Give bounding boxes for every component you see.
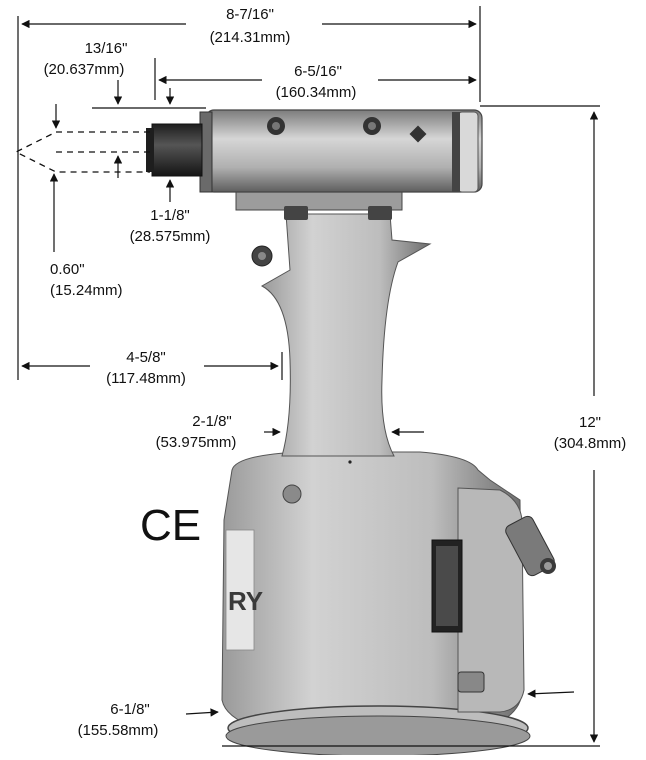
nose-extension-outline bbox=[14, 131, 150, 173]
head-length-metric: (160.34mm) bbox=[276, 84, 357, 101]
nose-offset-metric: (20.637mm) bbox=[44, 61, 125, 78]
nose-diameter-metric: (28.575mm) bbox=[130, 228, 211, 245]
ce-conformity-mark-icon: CE bbox=[140, 501, 201, 550]
head-cylinder bbox=[205, 109, 483, 193]
base-ring-bottom bbox=[225, 715, 531, 757]
nose-diameter-fraction: 1-1/8" bbox=[150, 207, 190, 224]
dimension-labels: 8-7/16" (214.31mm) 13/16" (20.637mm) 6-5… bbox=[44, 6, 627, 739]
overall-length-fraction: 8-7/16" bbox=[226, 6, 274, 23]
overall-height-fraction: 12" bbox=[579, 414, 601, 431]
riveter-tool-illustration: RY bbox=[146, 109, 556, 757]
overall-length-metric: (214.31mm) bbox=[210, 29, 291, 46]
brand-text: RY bbox=[228, 586, 263, 616]
housing-screw bbox=[282, 484, 302, 504]
dimension-lines bbox=[17, 6, 600, 747]
grip-width-fraction: 2-1/8" bbox=[192, 413, 232, 430]
stroke-metric: (15.24mm) bbox=[50, 282, 123, 299]
grip-width-metric: (53.975mm) bbox=[156, 434, 237, 451]
stroke-fraction: 0.60" bbox=[50, 261, 85, 278]
air-fitting bbox=[505, 515, 556, 577]
handle-offset-metric: (117.48mm) bbox=[106, 370, 186, 387]
base-bolt bbox=[457, 671, 485, 693]
base-diameter-metric: (155.58mm) bbox=[78, 722, 159, 739]
handle-grip bbox=[260, 213, 432, 457]
overall-height-metric: (304.8mm) bbox=[554, 435, 627, 452]
base-diameter-fraction: 6-1/8" bbox=[110, 701, 150, 718]
handle-offset-fraction: 4-5/8" bbox=[126, 349, 166, 366]
nose-offset-fraction: 13/16" bbox=[85, 40, 128, 57]
head-length-fraction: 6-5/16" bbox=[294, 63, 342, 80]
brand-decal bbox=[225, 529, 255, 651]
nose-piece bbox=[151, 123, 203, 177]
side-housing bbox=[457, 487, 525, 713]
